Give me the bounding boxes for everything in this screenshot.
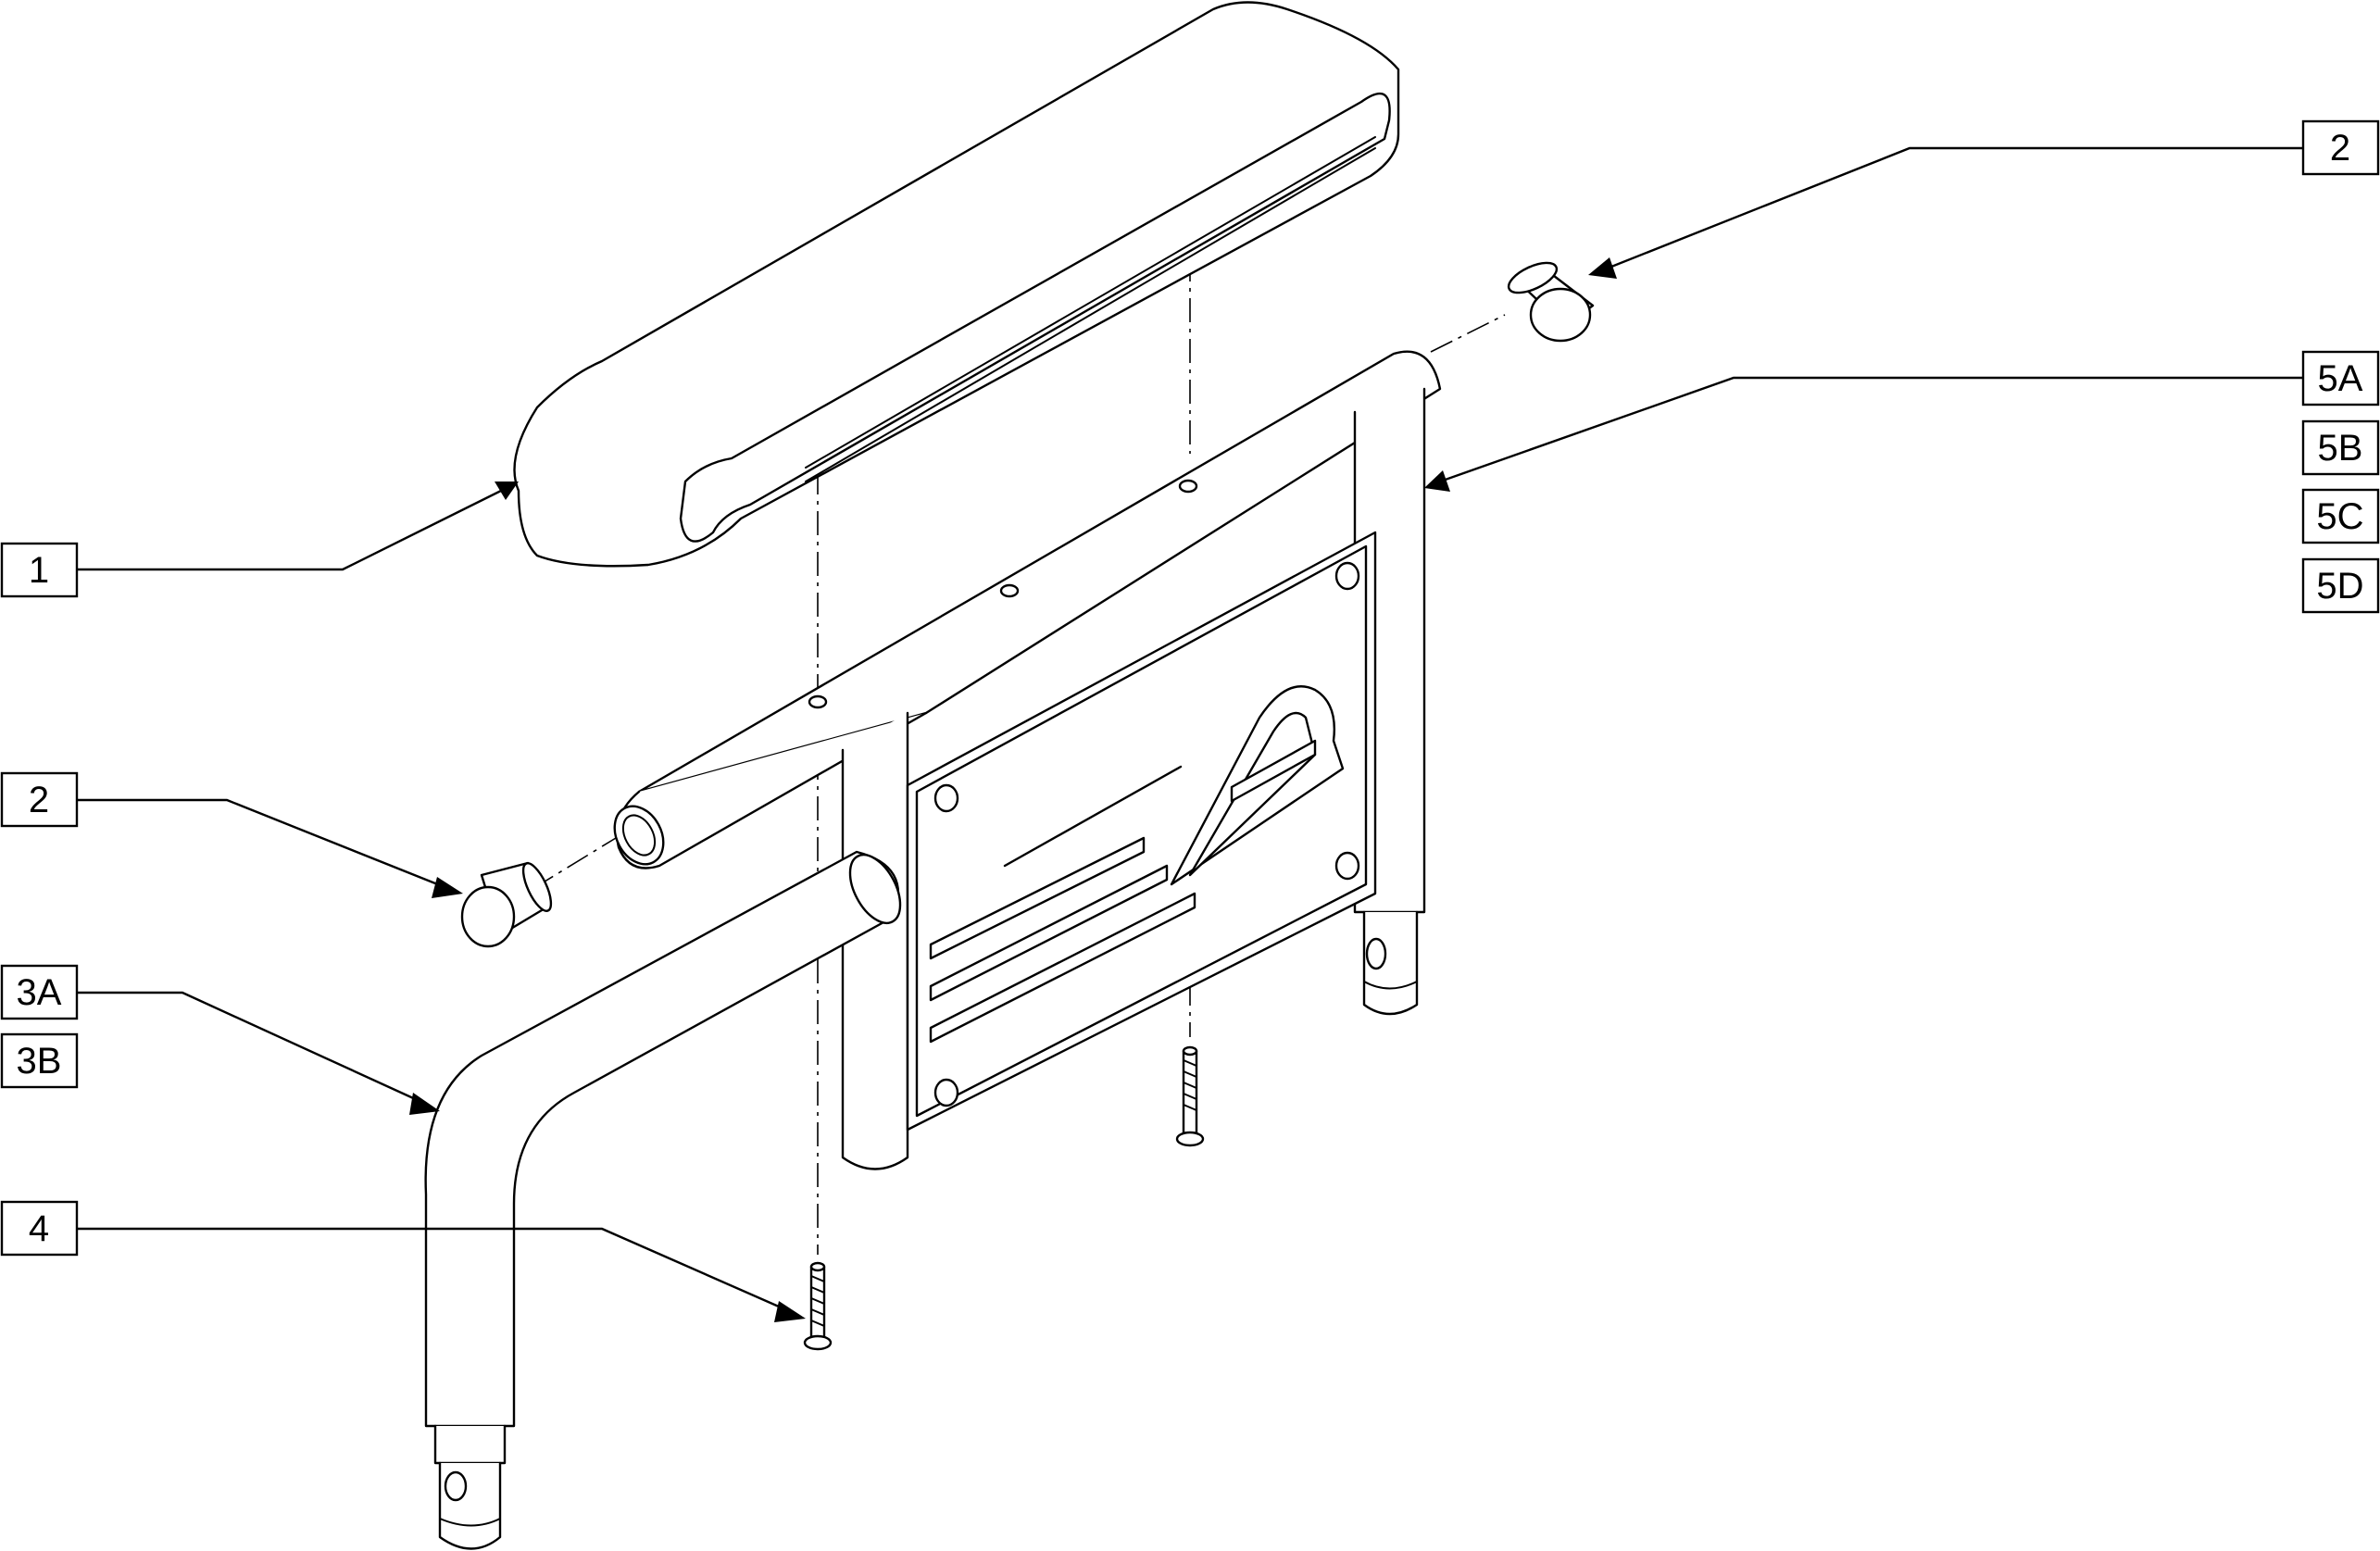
callout-2-left: 2	[0, 771, 79, 828]
callout-label: 2	[2330, 128, 2350, 169]
screw-rear	[1175, 1045, 1205, 1147]
callout-4: 4	[0, 1200, 79, 1257]
callout-5a: 5A	[2301, 350, 2380, 407]
callout-5b: 5B	[2301, 419, 2380, 476]
callout-1: 1	[0, 542, 79, 598]
callout-label: 5A	[2318, 358, 2363, 399]
front-arm-tube	[424, 850, 902, 1550]
callout-label: 5D	[2316, 566, 2363, 607]
callout-3b: 3B	[0, 1032, 79, 1089]
end-cap-right	[1507, 261, 1595, 343]
screw-front	[803, 1261, 833, 1351]
callout-5d: 5D	[2301, 557, 2380, 614]
arm-frame	[613, 350, 1442, 1170]
callout-label: 5C	[2316, 496, 2363, 537]
callout-2-right: 2	[2301, 119, 2380, 176]
leader-lines	[77, 146, 2303, 1322]
callout-label: 2	[29, 780, 49, 820]
callout-3a: 3A	[0, 964, 79, 1020]
callout-label: 1	[29, 550, 49, 591]
center-lines	[532, 257, 1506, 1255]
end-cap-left	[460, 861, 553, 948]
callout-5c: 5C	[2301, 488, 2380, 544]
callout-label: 5B	[2318, 428, 2363, 469]
callout-label: 4	[29, 1208, 49, 1249]
callout-label: 3B	[17, 1041, 62, 1082]
arm-pad	[513, 1, 1400, 568]
callout-label: 3A	[17, 972, 62, 1013]
